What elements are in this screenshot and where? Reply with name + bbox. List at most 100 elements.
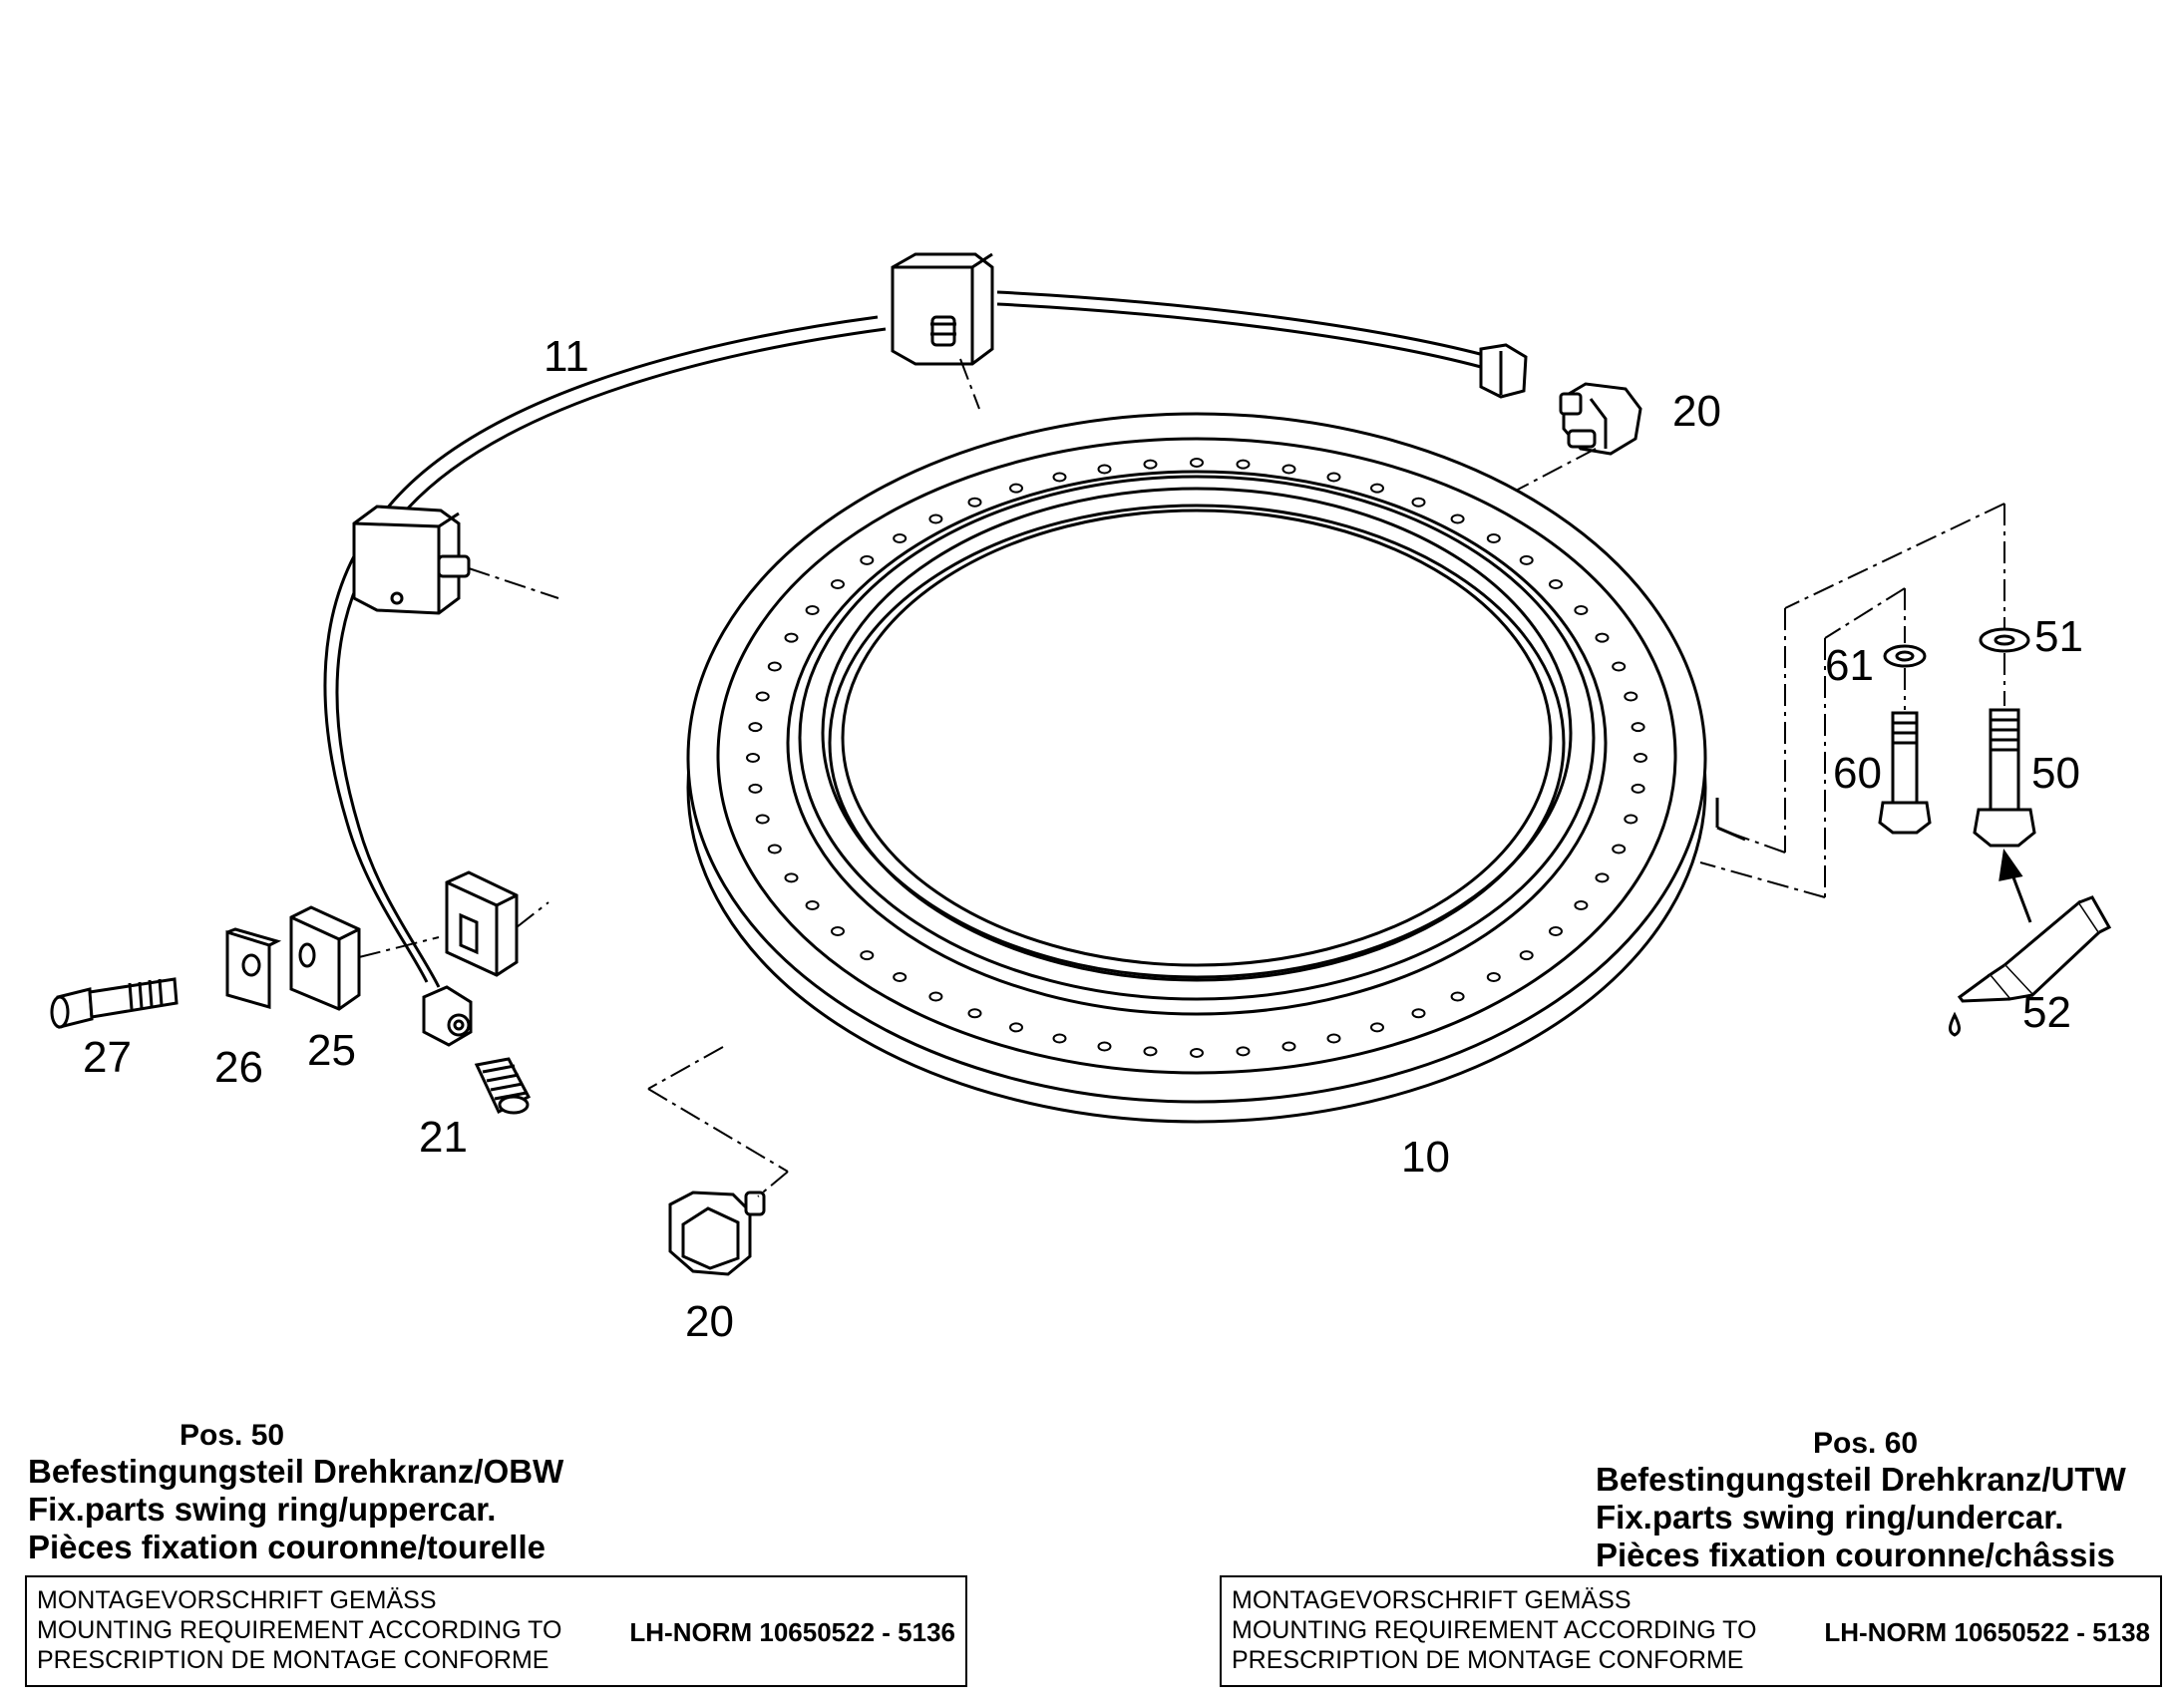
pos-60-label: Pos. 60: [1813, 1427, 1919, 1460]
pos-60-req-en: MOUNTING REQUIREMENT ACCORDING TO: [1232, 1616, 1757, 1644]
block-25: [289, 905, 361, 1011]
callout-61: 61: [1825, 641, 1874, 690]
ring-bolt-hole: [805, 900, 820, 910]
ring-bolt-hole: [1411, 497, 1426, 508]
ring-bolt-hole: [967, 497, 982, 508]
ring-bolt-hole: [1143, 1046, 1158, 1057]
ring-bolt-hole: [1097, 464, 1112, 475]
ring-bolt-hole: [1411, 1008, 1426, 1019]
ring-bolt-hole: [755, 814, 770, 825]
ring-bolt-hole: [1190, 1048, 1204, 1058]
pos-60-block: Pos. 60 Befestingungsteil Drehkranz/UTW …: [1596, 1427, 2174, 1574]
distributor-block-top: [891, 252, 994, 366]
pos-60-mounting-box: MONTAGEVORSCHRIFT GEMÄSS MOUNTING REQUIR…: [1220, 1575, 2162, 1687]
callout-20-top: 20: [1672, 387, 1721, 436]
ring-bolt-hole: [767, 844, 782, 854]
ring-bolt-hole: [1549, 579, 1563, 589]
clamp-block: [445, 870, 519, 977]
ring-bolt-hole: [748, 783, 763, 794]
ring-bolt-hole: [1097, 1041, 1112, 1052]
ring-bolt-hole: [1450, 513, 1465, 524]
ring-bolt-hole: [805, 605, 820, 615]
ring-bolt-hole: [1052, 1033, 1067, 1044]
washer-61: [1883, 644, 1927, 668]
ring-bolt-hole: [1143, 459, 1158, 470]
ring-bolt-hole: [1486, 533, 1501, 543]
callout-20-bottom: 20: [685, 1297, 734, 1346]
pos-50-req-en: MOUNTING REQUIREMENT ACCORDING TO: [37, 1616, 562, 1644]
ring-bolt-hole: [784, 872, 799, 883]
callout-60: 60: [1833, 749, 1882, 798]
ring-bolt-hole: [1631, 783, 1645, 794]
ring-bolt-hole: [893, 972, 908, 982]
ring-bolt-hole: [928, 991, 943, 1002]
callout-25: 25: [307, 1026, 356, 1075]
callout-52: 52: [2022, 988, 2071, 1037]
arrow-to-bolt-50: [1998, 849, 2032, 923]
ring-bolt-hole: [746, 753, 760, 763]
ring-bolt-hole: [1612, 844, 1627, 854]
ring-bolt-hole: [1624, 814, 1638, 825]
assembly-lines: [358, 358, 2005, 1197]
grease-nipple-top: [1559, 382, 1642, 456]
callout-51: 51: [2034, 612, 2083, 661]
ring-bolt-hole: [1236, 1046, 1251, 1057]
grease-nipple-bottom: [668, 1191, 766, 1276]
pos-60-norm: LH-NORM 10650522 - 5138: [1824, 1617, 2150, 1647]
bolt-50: [1973, 708, 2036, 848]
swing-ring: [686, 412, 1707, 1124]
ring-bolt-hole: [748, 722, 763, 733]
ring-bolt-hole: [1281, 464, 1296, 475]
ring-bolt-hole: [1370, 1022, 1384, 1033]
screw-27: [50, 977, 179, 1029]
plate-26: [225, 927, 282, 1009]
pos-60-req-fr: PRESCRIPTION DE MONTAGE CONFORME: [1232, 1646, 1744, 1674]
lube-line: [323, 290, 1485, 988]
ring-bolt-hole: [1595, 632, 1610, 643]
callout-10: 10: [1401, 1133, 1450, 1182]
pos-50-title-fr: Pièces fixation couronne/tourelle: [28, 1529, 545, 1565]
ring-bolt-hole: [784, 632, 799, 643]
ring-bolt-hole: [1595, 872, 1610, 883]
ring-bolt-hole: [831, 926, 845, 936]
ring-bolt-hole: [893, 533, 908, 543]
pos-50-label: Pos. 50: [180, 1419, 285, 1452]
pos-60-title-de: Befestingungsteil Drehkranz/UTW: [1596, 1461, 2126, 1498]
pos-50-title-de: Befestingungsteil Drehkranz/OBW: [28, 1453, 564, 1490]
bolt-60: [1878, 711, 1932, 835]
ring-bolt-hole: [1486, 972, 1501, 982]
ring-bolt-hole: [1190, 458, 1204, 468]
ring-bolt-hole: [1450, 991, 1465, 1002]
ring-bolt-hole: [1326, 472, 1341, 483]
callout-26: 26: [214, 1043, 263, 1092]
ring-bolt-hole: [1612, 661, 1627, 672]
ring-bolt-hole: [1549, 926, 1563, 936]
ring-bolt-hole: [860, 950, 875, 961]
callout-27: 27: [83, 1033, 132, 1082]
ring-bolt-hole: [1624, 691, 1638, 702]
callout-11: 11: [544, 332, 589, 381]
ring-bolt-hole: [1519, 554, 1534, 565]
ring-bolt-hole: [1326, 1033, 1341, 1044]
ring-bolt-hole: [1009, 483, 1023, 494]
ring-bolt-hole: [928, 513, 943, 524]
ring-bolt-hole: [1281, 1041, 1296, 1052]
pos-50-mounting-box: MONTAGEVORSCHRIFT GEMÄSS MOUNTING REQUIR…: [25, 1575, 967, 1687]
ring-bolt-hole: [1574, 900, 1589, 910]
callout-50: 50: [2031, 749, 2080, 798]
ring-step-marks: [1715, 798, 1746, 842]
pos-60-title-fr: Pièces fixation couronne/châssis: [1596, 1537, 2115, 1573]
pos-50-req-fr: PRESCRIPTION DE MONTAGE CONFORME: [37, 1646, 549, 1674]
callout-21: 21: [419, 1113, 468, 1162]
ring-bolt-hole: [1634, 753, 1647, 763]
ring-bolt-hole: [1236, 459, 1251, 470]
pos-50-title-en: Fix.parts swing ring/uppercar.: [28, 1491, 497, 1528]
ring-bolt-hole: [767, 661, 782, 672]
ring-bolt-hole: [860, 554, 875, 565]
pos-50-req-de: MONTAGEVORSCHRIFT GEMÄSS: [37, 1586, 437, 1614]
pos-60-title-en: Fix.parts swing ring/undercar.: [1596, 1499, 2064, 1536]
ring-bolt-hole: [1009, 1022, 1023, 1033]
ring-bolt-holes: [746, 458, 1647, 1058]
ring-bolt-hole: [1519, 950, 1534, 961]
